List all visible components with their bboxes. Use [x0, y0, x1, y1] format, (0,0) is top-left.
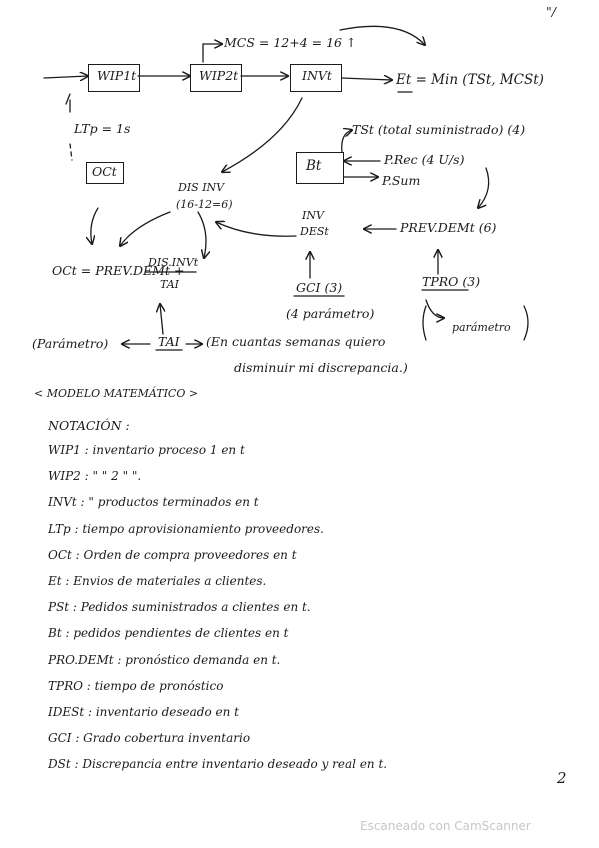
dis-inv-paren: (16-12=6)	[176, 198, 233, 211]
inv-des-label-2: DESt	[300, 225, 329, 238]
oc-box	[86, 162, 124, 184]
et-formula: Et = Min (TSt, MCSt)	[396, 72, 544, 88]
ts-label: TSt (total suministrado) (4)	[352, 122, 526, 137]
oc-label: OCt	[92, 164, 117, 179]
notation-line: INVt : " productos terminados en t	[48, 495, 259, 510]
oc-fraction-numerator: DIS.INVt	[148, 256, 199, 269]
dis-inv-label: DIS INV	[178, 181, 225, 194]
inv-label: INVt	[302, 68, 332, 83]
tai-note-line-2: disminuir mi discrepancia.)	[234, 360, 408, 375]
notation-line: DSt : Discrepancia entre inventario dese…	[48, 757, 388, 772]
wip1-label: WIP1t	[97, 68, 137, 83]
notation-line: GCI : Grado cobertura inventario	[48, 731, 251, 746]
tpro-parameter: parámetro	[452, 321, 511, 334]
notation-line: PSt : Pedidos suministrados a clientes e…	[48, 600, 311, 615]
parametro-left: (Parámetro)	[32, 336, 109, 351]
notation-heading: NOTACIÓN :	[48, 418, 130, 433]
notation-line: WIP1 : inventario proceso 1 en t	[48, 443, 245, 457]
notation-line: Et : Envios de materiales a clientes.	[48, 574, 267, 588]
tai-label: TAI	[158, 334, 180, 349]
oc-fraction-denominator: TAI	[160, 278, 180, 291]
prev-dem-label: PREV.DEMt (6)	[400, 220, 497, 235]
inv-box	[290, 64, 342, 92]
ltp-label: LTp = 1s	[74, 121, 131, 136]
tai-note-line-1: (En cuantas semanas quiero	[206, 334, 386, 349]
camscanner-watermark: Escaneado con CamScanner	[360, 819, 531, 833]
notation-line: PRO.DEMt : pronóstico demanda en t.	[48, 652, 281, 667]
mcs-label: MCS = 12+4 = 16 ↑	[224, 35, 357, 50]
wip1-box	[88, 64, 140, 92]
notation-line: LTp : tiempo aprovisionamiento proveedor…	[48, 521, 324, 536]
page-number: 2	[557, 769, 567, 787]
notation-line: Bt : pedidos pendientes de clientes en t	[48, 626, 289, 641]
flow-diagram-lines	[43, 25, 529, 351]
psum-label: P.Sum	[382, 173, 421, 188]
notation-line: WIP2 : " " 2 " ".	[48, 469, 142, 484]
section-heading: < MODELO MATEMÁTICO >	[34, 387, 199, 400]
corner-mark: "/	[546, 4, 556, 19]
wip2-label: WIP2t	[199, 68, 239, 83]
notation-line: OCt : Orden de compra proveedores en t	[48, 547, 297, 562]
bt-box	[296, 152, 344, 184]
oc-formula: OCt = PREV.DEMt +	[52, 263, 185, 278]
prec-label: P.Rec (4 U/s)	[384, 152, 465, 167]
gci-label: GCI (3)	[296, 280, 343, 295]
notation-line: TPRO : tiempo de pronóstico	[48, 678, 224, 693]
notation-line: IDESt : inventario deseado en t	[48, 705, 239, 719]
bt-label: Bt	[306, 158, 322, 174]
tpro-label: TPRO (3)	[422, 274, 481, 289]
inv-des-label-1: INV	[302, 209, 324, 222]
wip2-box	[190, 64, 242, 92]
gci-parameter: (4 parámetro)	[286, 306, 375, 321]
